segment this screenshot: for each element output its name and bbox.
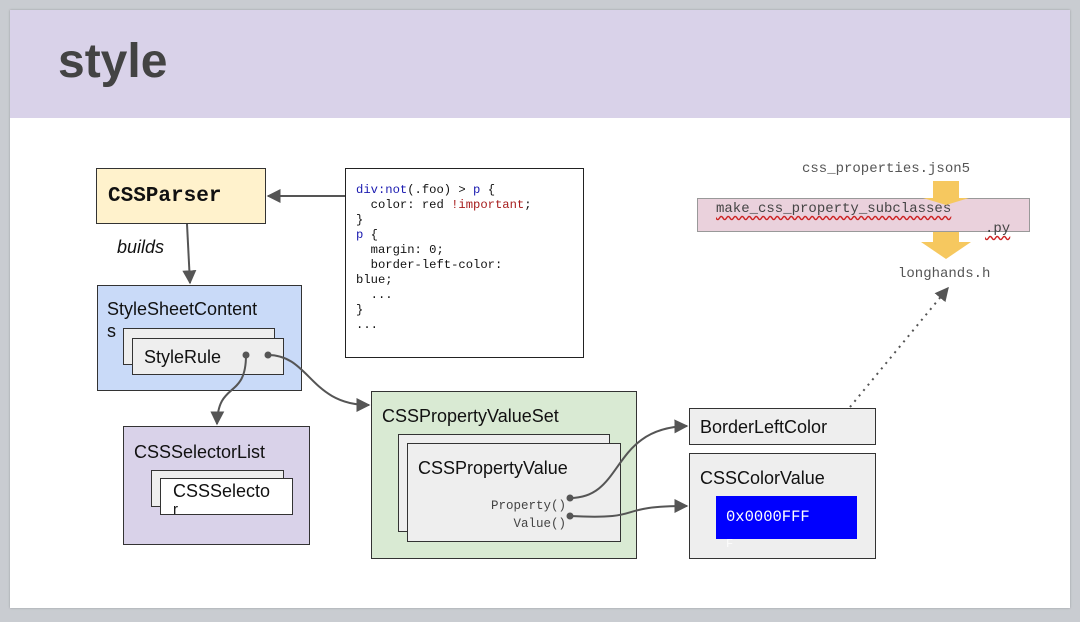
code-margin-decl: margin: 0; xyxy=(356,243,444,257)
value-method-label: Value() xyxy=(513,517,566,531)
style-sheet-contents-label-line2: s xyxy=(107,321,116,341)
css-selector-label-line1: CSSSelecto xyxy=(173,481,271,501)
css-source-code: div:not(.foo) > p { color: red !importan… xyxy=(345,168,584,358)
code-open-brace-2: { xyxy=(363,228,378,242)
border-left-color-label: BorderLeftColor xyxy=(700,417,828,437)
code-pseudo-not: :not xyxy=(377,183,408,197)
json5-file-label: css_properties.json5 xyxy=(802,161,971,177)
script-label-line1: make_css_property_subclasses xyxy=(716,201,952,217)
code-border-decl: border-left-color: xyxy=(356,258,503,272)
css-property-value-box: CSSPropertyValue Property() Value() xyxy=(407,443,621,542)
css-selector-label-line2: r xyxy=(173,501,178,518)
slide-header: style xyxy=(10,10,1070,118)
code-important: !important xyxy=(451,198,525,212)
code-open-brace: { xyxy=(480,183,496,197)
css-color-value-label: CSSColorValue xyxy=(700,468,825,488)
value-to-color-value-arrow xyxy=(569,499,689,518)
style-rule-label: StyleRule xyxy=(144,347,222,367)
style-sheet-contents-label-line1: StyleSheetContent xyxy=(107,299,258,319)
builds-label: builds xyxy=(117,237,165,257)
code-close-brace: } xyxy=(356,213,364,227)
color-swatch: 0x0000FFF F xyxy=(716,496,857,551)
border-left-color-box: BorderLeftColor xyxy=(689,408,876,445)
script-box xyxy=(697,198,1030,232)
connector-layer xyxy=(182,181,971,520)
code-selector-p2: p xyxy=(356,228,364,242)
style-rule-box: StyleRule xyxy=(132,338,284,375)
code-semicolon: ; xyxy=(524,198,532,212)
code-selector-div: div xyxy=(356,183,378,197)
code-ellipsis-inner: ... xyxy=(356,288,393,302)
style-rule-to-selector-list-arrow xyxy=(210,354,247,426)
style-rule-to-property-set-arrow xyxy=(267,354,371,412)
slide-title: style xyxy=(58,35,168,88)
css-selector-list-label: CSSSelectorList xyxy=(134,442,266,462)
border-left-color-to-longhands-dotted-arrow xyxy=(849,286,949,408)
code-selector-p: p xyxy=(473,183,481,197)
color-hex-line2: F xyxy=(726,537,734,551)
property-method-label: Property() xyxy=(490,499,566,513)
parser-builds-arrow xyxy=(182,223,197,285)
code-border-value: blue; xyxy=(356,273,393,287)
header-file-label: longhands.h xyxy=(898,266,991,282)
css-property-value-label: CSSPropertyValue xyxy=(418,458,568,478)
pipeline-arrow-down-1 xyxy=(923,181,969,205)
pipeline-arrow-down-2 xyxy=(921,232,971,259)
code-selector-rest: (.foo) > xyxy=(407,183,474,197)
css-parser-box: CSSParser xyxy=(96,168,266,224)
css-property-value-set-label: CSSPropertyValueSet xyxy=(382,406,559,426)
code-ellipsis-outer: ... xyxy=(356,318,378,332)
code-color-decl: color: red xyxy=(356,198,452,212)
css-parser-label: CSSParser xyxy=(108,185,222,208)
slide: style CSSParser builds StyleSheetContent… xyxy=(10,10,1070,608)
script-label-line2: .py xyxy=(985,221,1011,237)
css-selector-box: CSSSelecto r xyxy=(160,478,293,518)
property-to-border-left-color-arrow xyxy=(569,419,689,499)
code-close-brace-2: } xyxy=(356,303,364,317)
color-hex-line1: 0x0000FFF xyxy=(726,508,810,526)
